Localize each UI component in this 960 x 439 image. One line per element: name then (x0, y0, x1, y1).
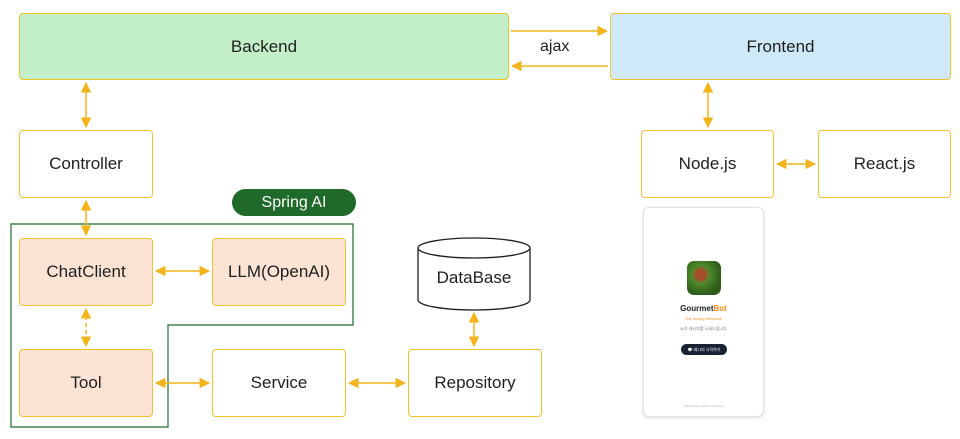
chatclient-label: ChatClient (46, 262, 126, 281)
llm-box: LLM(OpenAI) (212, 238, 346, 306)
app-footer: Powered by OpenAI & Spring (683, 404, 724, 408)
ajax-label: ajax (540, 38, 570, 55)
phone-screenshot: GourmetBot The Spring Welcome AI가 레시피를 도… (643, 207, 764, 417)
spring-ai-label: Spring AI (232, 189, 356, 216)
frontend-box: Frontend (610, 13, 951, 80)
repository-box: Repository (408, 349, 542, 417)
backend-label: Backend (230, 36, 298, 56)
database-label: DataBase (436, 268, 512, 287)
llm-label: LLM(OpenAI) (227, 262, 331, 281)
app-name: GourmetBot (644, 304, 763, 313)
tool-box: Tool (19, 349, 153, 417)
app-name-part2: Bot (713, 304, 727, 313)
reactjs-label: React.js (853, 154, 916, 173)
nodejs-label: Node.js (678, 154, 737, 173)
service-label: Service (250, 373, 308, 392)
frontend-label: Frontend (746, 36, 815, 56)
controller-box: Controller (19, 130, 153, 198)
backend-box: Backend (19, 13, 509, 80)
app-start-button[interactable]: 💬 레시피 시작하기 (681, 344, 727, 355)
service-box: Service (212, 349, 346, 417)
app-welcome: The Spring Welcome (684, 316, 723, 321)
app-name-part1: Gourmet (680, 304, 714, 313)
app-subtitle: AI가 레시피를 도와드립니다 (680, 326, 727, 331)
nodejs-box: Node.js (641, 130, 774, 198)
gourmetbot-logo-icon (687, 261, 721, 295)
repository-label: Repository (434, 373, 516, 392)
chatclient-box: ChatClient (19, 238, 153, 306)
reactjs-box: React.js (818, 130, 951, 198)
controller-label: Controller (49, 154, 123, 173)
tool-label: Tool (70, 373, 102, 392)
